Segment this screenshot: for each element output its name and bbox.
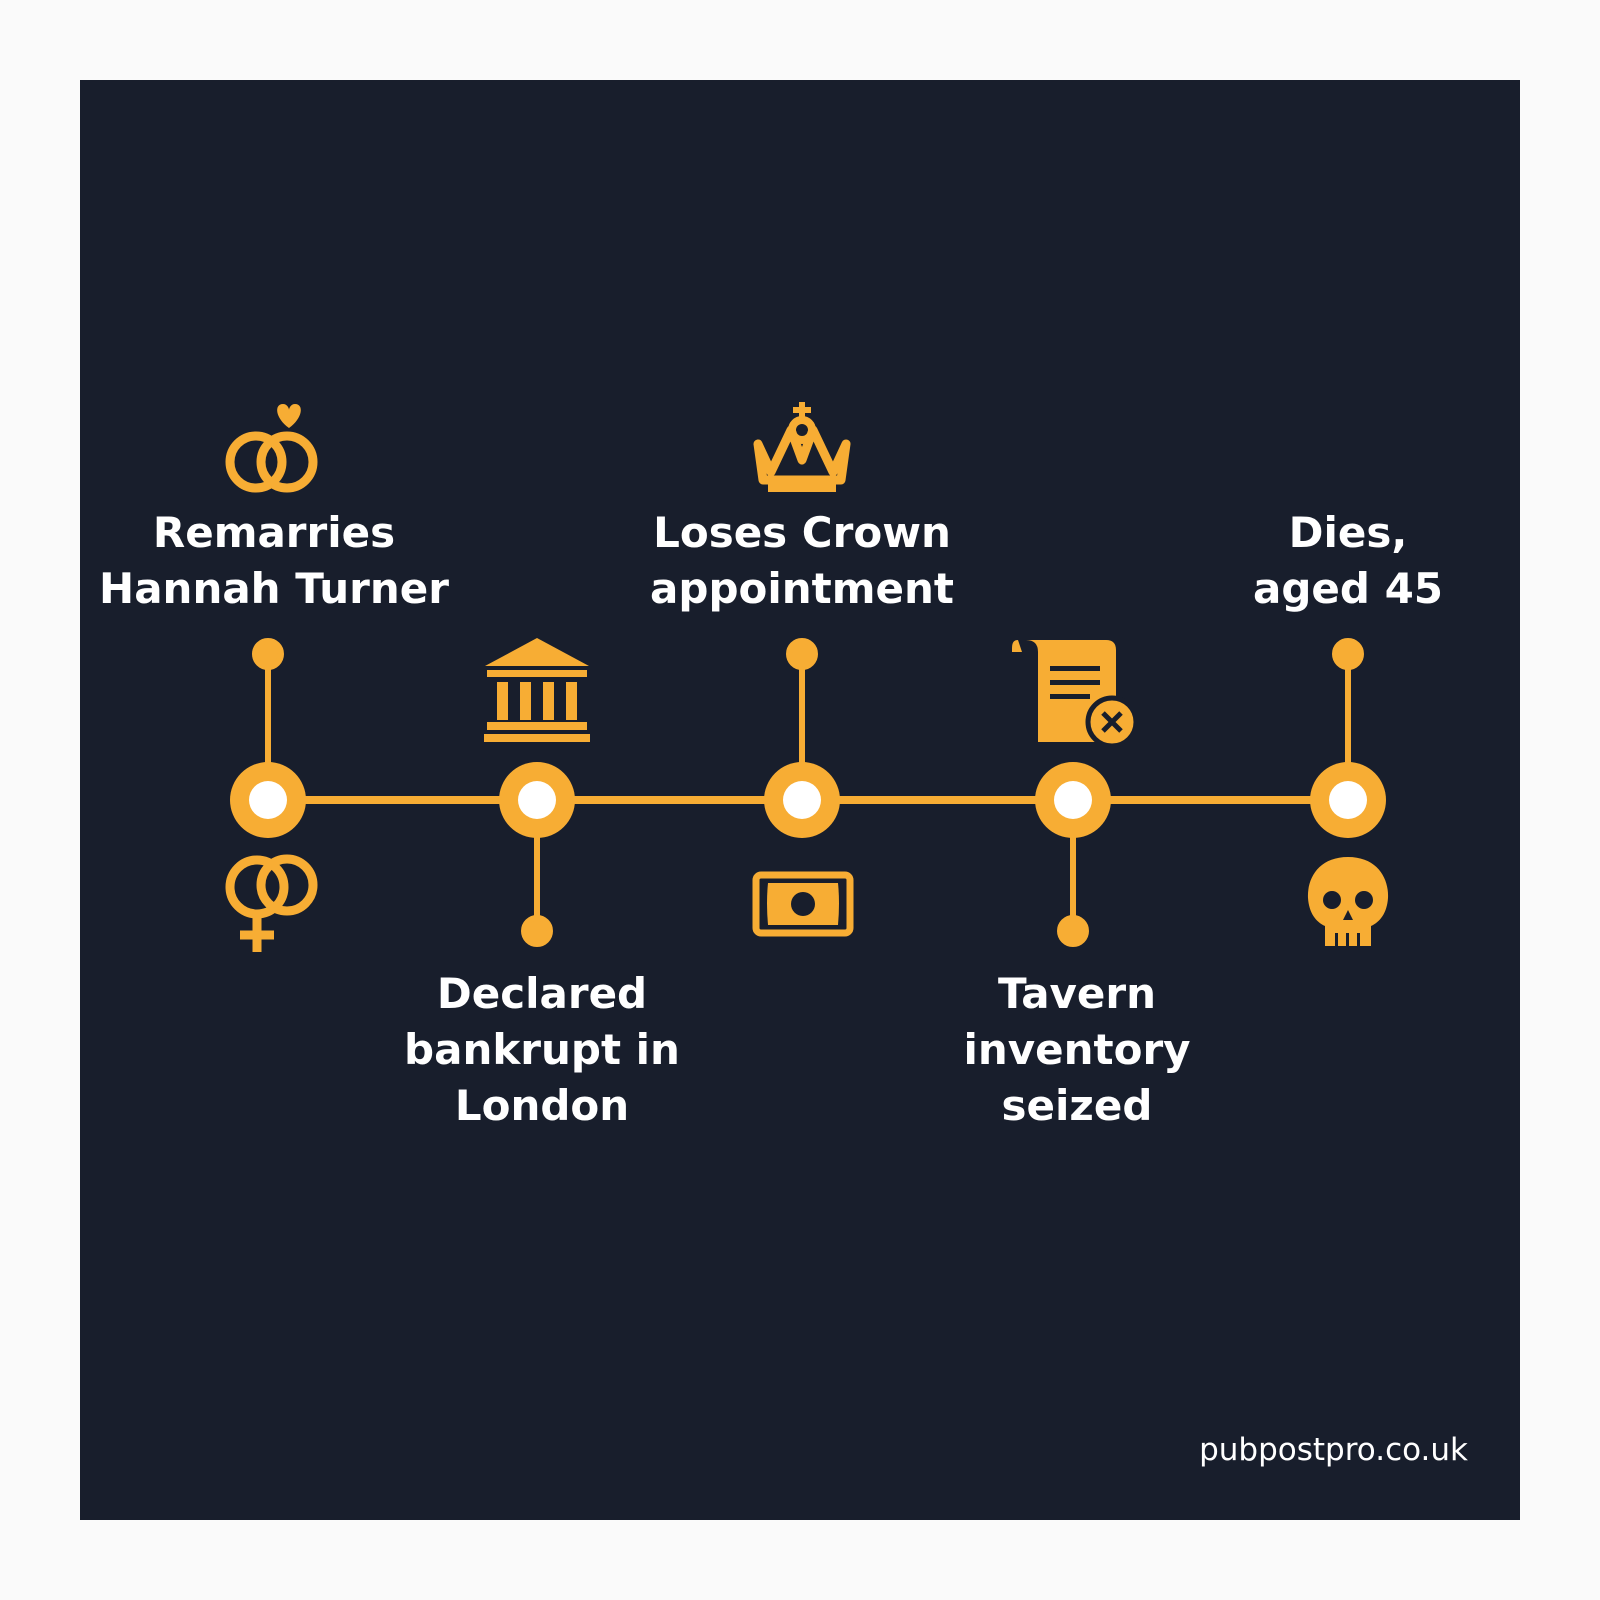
wedding-rings-icon (225, 404, 318, 493)
gender-symbols-icon (225, 854, 318, 952)
banknote-icon (752, 871, 854, 937)
timeline-node (230, 762, 306, 838)
timeline-node (1310, 762, 1386, 838)
footer-url: pubpostpro.co.uk (1199, 1432, 1468, 1468)
timeline-node (1035, 762, 1111, 838)
event-label-tavern: Tavern inventory seized (963, 969, 1191, 1130)
skull-icon (1307, 857, 1389, 946)
event-label-bankrupt: Declared bankrupt in London (404, 969, 680, 1130)
timeline-node (499, 762, 575, 838)
event-label-dies: Dies, aged 45 (1252, 508, 1444, 613)
event-label-crown: Loses Crown appointment (650, 508, 954, 613)
document-cancel-icon (1012, 640, 1139, 749)
timeline-stems (252, 638, 1364, 947)
crown-icon (753, 402, 851, 492)
event-label-remarries: Remarries Hannah Turner (99, 508, 449, 613)
timeline-node (764, 762, 840, 838)
bank-building-icon (484, 638, 590, 742)
